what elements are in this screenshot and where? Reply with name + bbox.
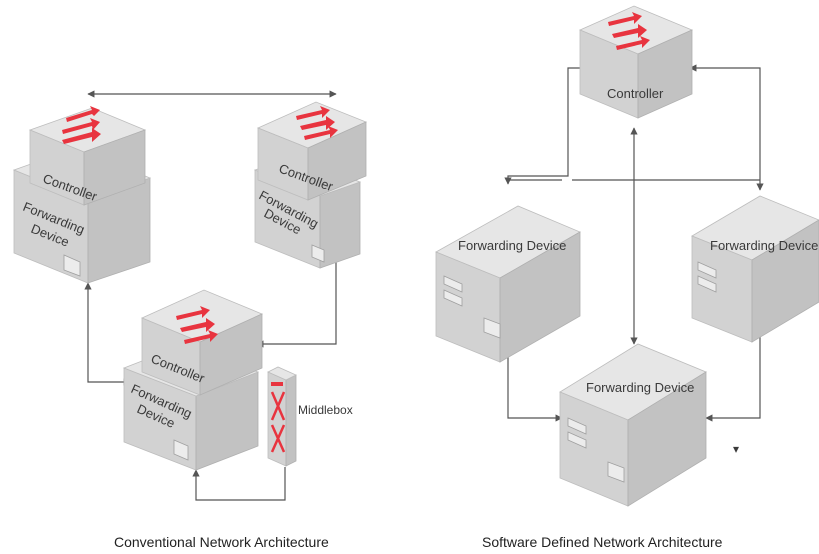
wire-controller-right bbox=[689, 64, 764, 191]
bottom-stack: Controller Forwarding Device bbox=[122, 289, 264, 471]
sdn-forwarding-device-bottom: Forwarding Device bbox=[559, 343, 707, 507]
conventional-caption: Conventional Network Architecture bbox=[114, 534, 329, 550]
sdn-caption: Software Defined Network Architecture bbox=[482, 534, 723, 550]
sdn-controller-label: Controller bbox=[607, 86, 664, 101]
crossed-arrows-icon bbox=[270, 382, 286, 453]
sdn-panel: Controller Forwarding Device Forwarding … bbox=[435, 5, 819, 550]
right-forwarding-device-label: Forwarding Device bbox=[710, 238, 818, 253]
bottom-forwarding-device-label: Forwarding Device bbox=[586, 380, 694, 395]
sdn-forwarding-device-right: Forwarding Device bbox=[691, 195, 819, 343]
middlebox: Middlebox bbox=[267, 366, 353, 467]
middlebox-label: Middlebox bbox=[298, 403, 353, 417]
stray-mark: ▾ bbox=[733, 442, 739, 456]
switch-arrows-icon bbox=[608, 12, 650, 50]
conventional-panel: Controller Forwarding Device Controller … bbox=[12, 90, 368, 550]
left-forwarding-device-label: Forwarding Device bbox=[458, 238, 566, 253]
wire-left-to-bottom bbox=[504, 345, 563, 422]
switch-arrows-icon bbox=[176, 306, 218, 344]
sdn-forwarding-device-left: Forwarding Device bbox=[435, 205, 581, 363]
wire-right-to-bottom bbox=[705, 321, 764, 422]
switch-arrows-icon bbox=[296, 106, 338, 140]
wire-bottom-to-middlebox bbox=[192, 467, 286, 501]
switch-arrows-icon bbox=[62, 106, 101, 144]
right-stack: Controller Forwarding Device bbox=[253, 101, 368, 269]
wire-left-to-bottom bbox=[84, 282, 131, 386]
wire-controller-left bbox=[504, 64, 591, 185]
sdn-controller: Controller bbox=[578, 5, 694, 119]
left-stack: Controller Forwarding Device bbox=[12, 106, 152, 284]
